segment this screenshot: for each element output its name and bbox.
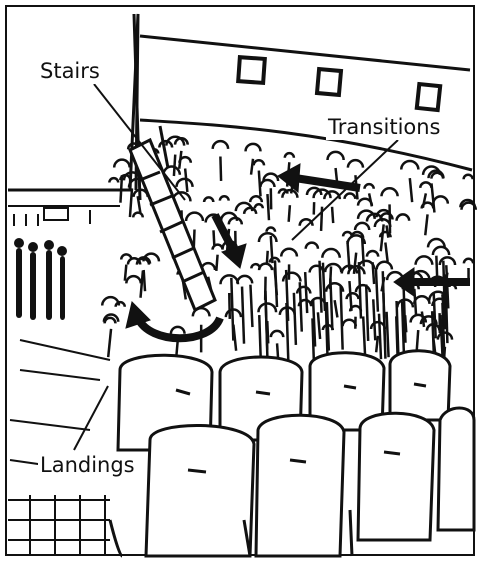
- seat-7: [358, 413, 434, 540]
- crowd-body: [277, 343, 278, 357]
- seats: [110, 351, 474, 556]
- crowd-body: [336, 168, 338, 182]
- crowd-body: [387, 225, 389, 237]
- window-2: [317, 69, 341, 95]
- crowd-body: [125, 265, 126, 281]
- crowd-body: [271, 236, 273, 263]
- label-stairs: Stairs: [40, 59, 100, 83]
- window-3: [417, 84, 440, 110]
- crowd-body: [289, 205, 290, 222]
- label-transitions-group: Transitions: [326, 114, 448, 140]
- crowd-body: [176, 341, 177, 357]
- seat-8: [438, 408, 474, 530]
- label-landings: Landings: [40, 453, 135, 477]
- seat-5: [146, 425, 254, 556]
- crowd-body: [332, 207, 333, 223]
- label-stairs-group: Stairs: [38, 58, 112, 84]
- label-transitions: Transitions: [327, 115, 441, 139]
- label-landings-group: Landings: [38, 452, 138, 478]
- crowd-body: [216, 255, 217, 271]
- crowd-body: [414, 289, 416, 316]
- crowd-body: [436, 256, 437, 277]
- crowd-body: [417, 330, 419, 352]
- crowd-body: [220, 157, 221, 181]
- crowd-body: [267, 251, 268, 264]
- crowd-body: [174, 155, 175, 176]
- crowd-body: [321, 207, 322, 231]
- crowd-body: [229, 293, 230, 319]
- crowd-body: [267, 194, 269, 220]
- window-1: [238, 57, 265, 83]
- crowd-body: [214, 230, 215, 245]
- seat-6: [256, 415, 344, 556]
